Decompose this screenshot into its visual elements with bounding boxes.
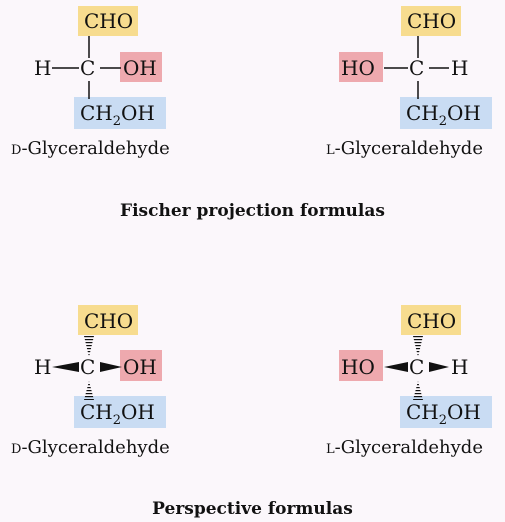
carbon-label: C (80, 56, 95, 80)
ho-label: HO (341, 56, 375, 80)
cho-label: CHO (407, 309, 456, 333)
cho-highlight (401, 305, 461, 335)
ch2oh-highlight (400, 97, 492, 129)
ch2oh-label: CH2OH (406, 101, 481, 129)
perspective-l-glyceraldehyde: CHO HO C H CH2OH L-Glyceraldehyde (326, 305, 492, 458)
wedge-bond-left (384, 362, 408, 372)
oh-highlight (339, 350, 383, 381)
wedge-bond-right (429, 362, 449, 372)
compound-name: D-Glyceraldehyde (11, 138, 170, 159)
h-label: H (451, 56, 468, 80)
cho-highlight (78, 6, 138, 36)
hashed-bond-up (413, 336, 423, 357)
ch2oh-highlight (74, 97, 166, 129)
perspective-caption: Perspective formulas (152, 499, 353, 519)
cho-highlight (401, 6, 461, 36)
ch2oh-highlight (400, 396, 492, 428)
compound-name: D-Glyceraldehyde (11, 437, 170, 458)
carbon-label: C (409, 355, 424, 379)
hashed-bond-down (84, 381, 94, 400)
cho-label: CHO (84, 9, 133, 33)
oh-highlight (120, 350, 162, 381)
wedge-bond-left (52, 362, 79, 372)
oh-label: OH (123, 355, 157, 379)
compound-name: L-Glyceraldehyde (326, 437, 483, 458)
wedge-bond-right (100, 362, 122, 372)
perspective-d-glyceraldehyde: CHO H C OH CH2OH D-Glyceraldehyde (11, 305, 170, 458)
h-label: H (34, 56, 51, 80)
hashed-bond-down (413, 381, 423, 400)
ch2oh-highlight (74, 396, 166, 428)
cho-label: CHO (84, 309, 133, 333)
ch2oh-label: CH2OH (80, 400, 155, 428)
cho-label: CHO (407, 9, 456, 33)
carbon-label: C (409, 56, 424, 80)
h-label: H (34, 355, 51, 379)
fischer-l-glyceraldehyde: CHO HO C H CH2OH L-Glyceraldehyde (326, 6, 492, 159)
fischer-caption: Fischer projection formulas (120, 201, 385, 221)
hashed-bond-up (84, 336, 94, 357)
ho-label: HO (341, 355, 375, 379)
compound-name: L-Glyceraldehyde (326, 138, 483, 159)
h-label: H (451, 355, 468, 379)
carbon-label: C (80, 355, 95, 379)
ch2oh-label: CH2OH (406, 400, 481, 428)
fischer-d-glyceraldehyde: CHO H C OH CH2OH D-Glyceraldehyde (11, 6, 170, 159)
oh-label: OH (123, 56, 157, 80)
oh-highlight (339, 52, 383, 82)
ch2oh-label: CH2OH (80, 101, 155, 129)
cho-highlight (78, 305, 138, 335)
oh-highlight (120, 52, 162, 82)
